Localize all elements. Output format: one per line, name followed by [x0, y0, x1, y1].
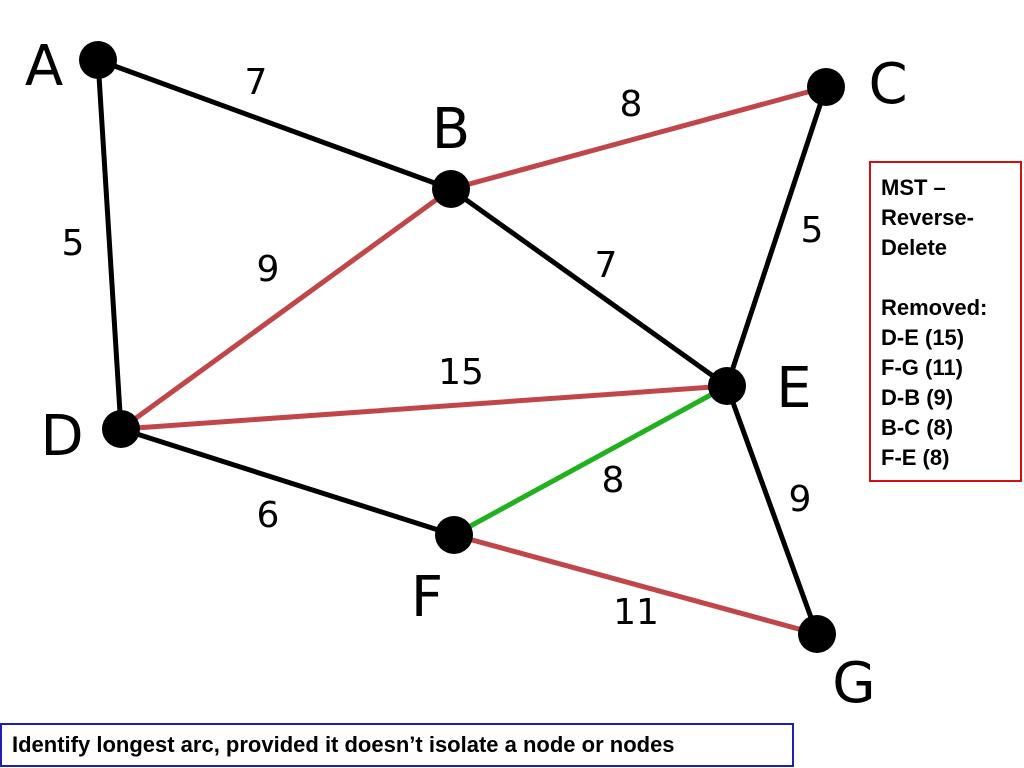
edge-weight-a-b: 7	[245, 62, 268, 103]
node-a	[79, 41, 117, 79]
node-label-f: F	[411, 565, 443, 630]
edge-e-g	[724, 383, 820, 637]
edge-weight-d-f: 6	[257, 495, 280, 536]
node-g	[798, 615, 836, 653]
legend-removed-item: D-B (9)	[881, 385, 954, 410]
edge-weights-layer: 7 5 8 9 7 5 15 6 8 9 11	[62, 62, 824, 633]
edge-d-b	[118, 186, 454, 432]
caption-text: Identify longest arc, provided it doesn’…	[12, 732, 675, 757]
edge-weight-f-e: 8	[602, 460, 625, 501]
node-label-g: G	[832, 651, 875, 716]
legend-spacer	[881, 263, 1010, 293]
legend-removed-heading: Removed:	[881, 295, 988, 320]
node-label-a: A	[25, 34, 63, 99]
legend-panel: MST – Reverse- Delete Removed: D-E (15) …	[869, 161, 1022, 482]
legend-removed-item: F-E (8)	[881, 445, 950, 470]
node-label-b: B	[432, 97, 470, 162]
edge-c-e	[724, 84, 829, 389]
caption-box: Identify longest arc, provided it doesn’…	[0, 723, 794, 767]
node-c	[807, 68, 845, 106]
edge-weight-f-g: 11	[613, 592, 659, 633]
edges-layer	[95, 57, 829, 637]
edge-weight-b-c: 8	[620, 84, 643, 125]
edge-b-c	[448, 84, 829, 192]
edge-weight-d-b: 9	[257, 249, 280, 290]
edge-a-d	[95, 57, 124, 432]
edge-weight-b-e: 7	[595, 245, 618, 286]
edge-f-e	[451, 383, 730, 538]
legend-removed-item: B-C (8)	[881, 415, 954, 440]
legend-title-line: Reverse-	[881, 205, 974, 230]
node-label-c: C	[868, 52, 907, 117]
node-label-d: D	[40, 404, 83, 469]
legend-removed-item: F-G (11)	[881, 355, 963, 380]
node-b	[432, 170, 470, 208]
edge-weight-d-e: 15	[438, 352, 484, 393]
node-d	[102, 410, 140, 448]
edge-b-e	[448, 186, 730, 389]
node-f	[435, 516, 473, 554]
node-label-e: E	[776, 356, 811, 421]
edge-weight-c-e: 5	[801, 210, 824, 251]
edge-f-g	[451, 532, 820, 637]
node-labels-layer: A B C D E F G	[25, 34, 908, 716]
edge-weight-e-g: 9	[789, 479, 812, 520]
edge-d-e	[118, 383, 730, 432]
node-e	[708, 367, 746, 405]
legend-title-line: Delete	[881, 235, 948, 260]
edge-weight-a-d: 5	[62, 223, 85, 264]
legend-title-line: MST –	[881, 175, 946, 200]
edge-d-f	[118, 426, 457, 538]
legend-removed-item: D-E (15)	[881, 325, 965, 350]
edge-a-b	[95, 57, 454, 192]
nodes-layer	[79, 41, 845, 653]
